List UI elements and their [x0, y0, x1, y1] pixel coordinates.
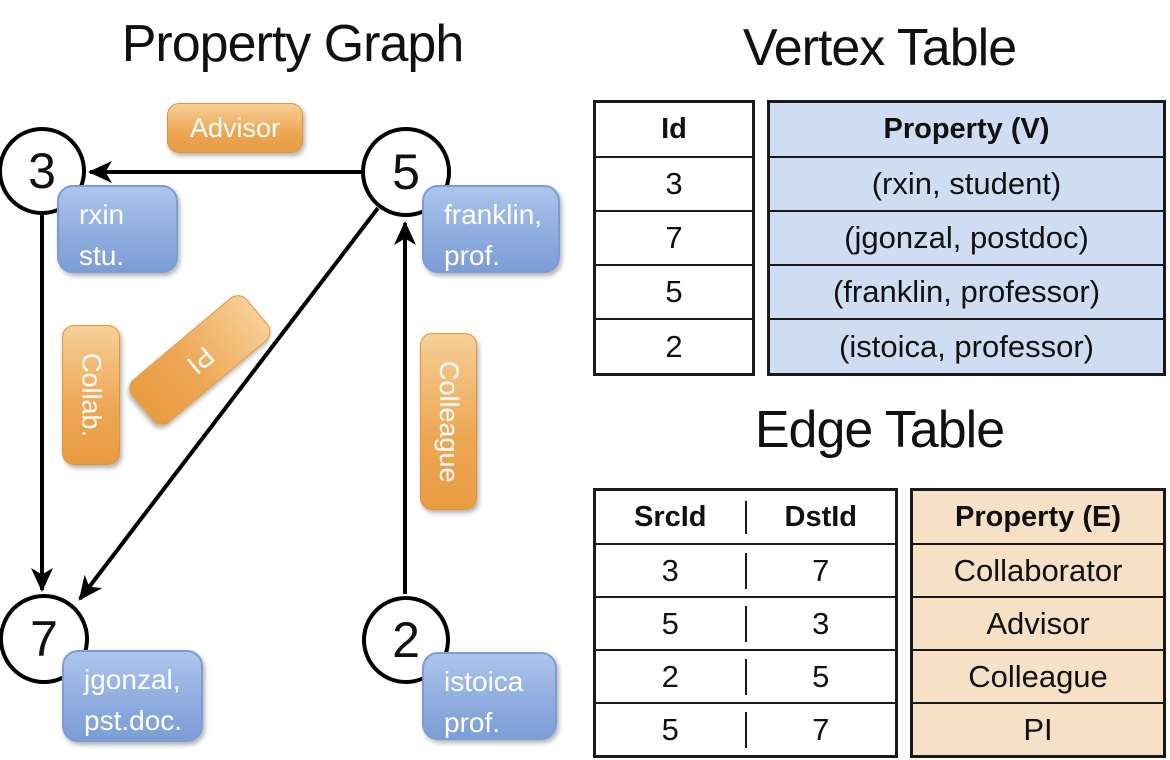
vertex-property-box-7: jgonzal, pst.doc. — [62, 650, 203, 742]
vertex-table-id-column: Id 3 7 5 2 — [593, 100, 755, 376]
node-id: 5 — [392, 144, 420, 200]
column-header: DstId — [744, 500, 896, 534]
edge-table-id-columns: SrcId DstId 3 7 5 3 2 5 5 7 — [593, 488, 898, 758]
node-id: 2 — [392, 612, 420, 668]
vertex-property-line: prof. — [444, 706, 501, 738]
table-cell: 5 — [661, 605, 679, 641]
node-id: 3 — [28, 143, 56, 199]
edge-label-advisor: Advisor — [167, 103, 303, 153]
table-cell: (franklin, professor) — [770, 264, 1163, 318]
table-cell: (rxin, student) — [770, 156, 1163, 210]
vertex-property-box-3: rxin stu. — [57, 185, 178, 273]
table-cell: 5 — [744, 658, 896, 695]
table-cell: 5 — [661, 711, 679, 747]
edge-table-property-column: Property (E) Collaborator Advisor Collea… — [910, 488, 1166, 758]
column-header: Id — [661, 113, 687, 145]
table-cell: (jgonzal, postdoc) — [770, 210, 1163, 264]
vertex-property-box-2: istoica prof. — [422, 652, 557, 740]
vertex-table-property-column: Property (V) (rxin, student) (jgonzal, p… — [767, 100, 1166, 376]
table-cell: 5 — [596, 264, 752, 318]
vertex-property-line: pst.doc. — [84, 704, 183, 736]
vertex-property-line: prof. — [444, 239, 501, 271]
vertex-property-box-5: franklin, prof. — [422, 185, 560, 273]
table-cell: 3 — [661, 552, 679, 588]
vertex-property-line: jgonzal, — [84, 664, 181, 695]
column-header: Property (V) — [770, 103, 1163, 156]
table-cell: 7 — [744, 552, 896, 589]
table-cell: Colleague — [913, 649, 1163, 702]
table-cell: Collaborator — [913, 543, 1163, 596]
graph-edges — [31, 161, 416, 601]
table-cell: Advisor — [913, 596, 1163, 649]
graph-node-5: 5 — [361, 127, 451, 217]
table-cell: 3 — [596, 156, 752, 210]
vertex-table-title: Vertex Table — [742, 19, 1017, 77]
table-cell: 2 — [596, 318, 752, 373]
edge-label-collab: Collab. — [62, 325, 120, 465]
vertex-property-line: rxin — [79, 199, 125, 230]
vertex-property-line: istoica — [444, 666, 524, 697]
graph-title: Property Graph — [121, 15, 465, 73]
vertex-property-line: stu. — [79, 239, 125, 271]
edge-5-7 — [78, 206, 380, 601]
column-header: Property (E) — [913, 491, 1163, 543]
vertex-property-line: franklin, — [444, 199, 543, 230]
table-cell: (istoica, professor) — [770, 318, 1163, 373]
table-cell: PI — [913, 702, 1163, 755]
edge-table-title: Edge Table — [754, 401, 1005, 459]
table-cell: 7 — [744, 711, 896, 748]
edge-label-colleague: Colleague — [420, 333, 477, 510]
column-header: SrcId — [633, 500, 707, 533]
table-cell: 7 — [596, 210, 752, 264]
node-id: 7 — [30, 611, 58, 667]
table-cell: 2 — [661, 658, 679, 694]
table-cell: 3 — [744, 605, 896, 642]
graph-node-2: 2 — [362, 596, 450, 684]
